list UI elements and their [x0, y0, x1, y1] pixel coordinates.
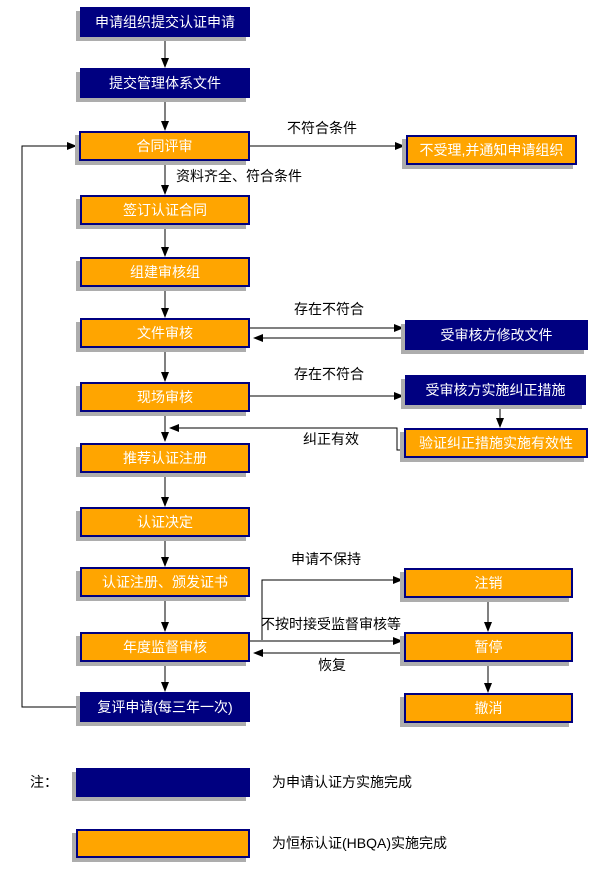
- node-reassessment-application: 复评申请(每三年一次): [80, 692, 250, 722]
- node-contract-review: 合同评审: [79, 131, 250, 161]
- node-recommend-registration: 推荐认证注册: [80, 443, 250, 473]
- node-apply: 申请组织提交认证申请: [80, 7, 250, 37]
- edge-label-not-accept-supervision: 不按时接受监督审核等: [261, 616, 401, 632]
- legend-note-label: 注：: [30, 774, 58, 790]
- edge-label-correction-effective: 纠正有效: [303, 431, 359, 447]
- node-register-issue-certificate: 认证注册、颁发证书: [80, 567, 250, 597]
- node-auditee-modify-docs: 受审核方修改文件: [405, 320, 588, 350]
- node-verify-corrective-action: 验证纠正措施实施有效性: [404, 428, 588, 458]
- edge-label-nonconformity-doc: 存在不符合: [294, 301, 364, 317]
- edge-label-resume: 恢复: [318, 657, 346, 673]
- legend-hbqa-swatch: [76, 829, 250, 858]
- node-annual-supervision-audit: 年度监督审核: [80, 632, 250, 662]
- node-doc-audit: 文件审核: [80, 318, 250, 348]
- node-reject-notify: 不受理,并通知申请组织: [406, 135, 577, 165]
- edge-label-not-qualified: 不符合条件: [287, 120, 357, 136]
- legend-hbqa-desc: 为恒标认证(HBQA)实施完成: [272, 835, 447, 851]
- edge-reassess-loop-to-contract-review: [21, 142, 80, 708]
- edge-label-nonconformity-onsite: 存在不符合: [294, 366, 364, 382]
- node-sign-contract: 签订认证合同: [80, 195, 250, 225]
- edge-label-apply-not-maintain: 申请不保持: [291, 551, 361, 567]
- node-suspend: 暂停: [404, 632, 573, 662]
- node-auditee-corrective-action: 受审核方实施纠正措施: [405, 375, 586, 405]
- legend-applicant-swatch: [76, 768, 250, 797]
- node-form-audit-team: 组建审核组: [80, 257, 250, 287]
- node-revoke: 撤消: [404, 693, 573, 723]
- node-cancel: 注销: [404, 568, 573, 598]
- node-onsite-audit: 现场审核: [80, 382, 250, 412]
- node-submit-docs: 提交管理体系文件: [80, 68, 250, 98]
- node-certification-decision: 认证决定: [80, 507, 250, 537]
- edge-label-qualified: 资料齐全、符合条件: [176, 168, 302, 184]
- legend-applicant-desc: 为申请认证方实施完成: [272, 774, 412, 790]
